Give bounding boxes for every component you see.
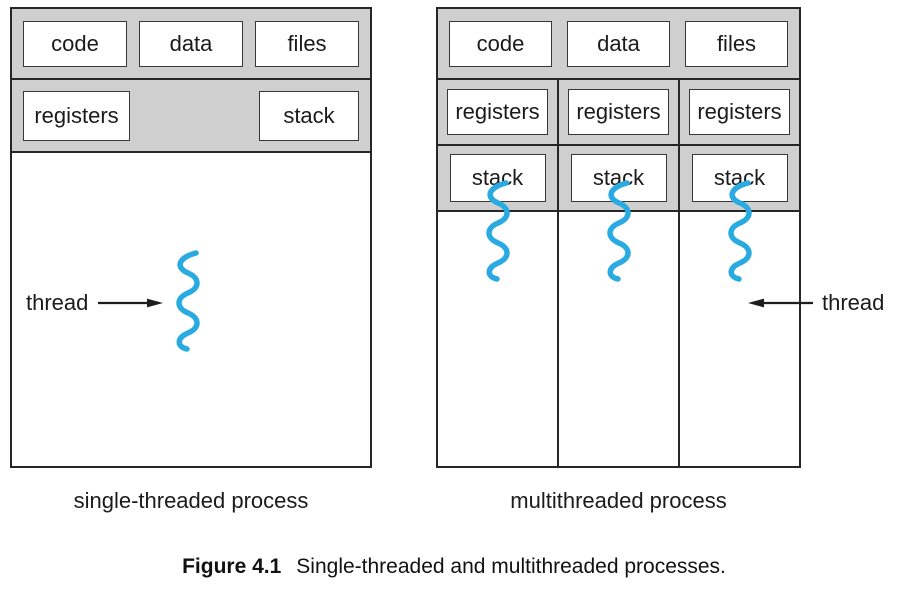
thread-area xyxy=(438,212,557,466)
stack-box: stack xyxy=(449,154,546,202)
stack-box: stack xyxy=(691,154,788,202)
stack-box: stack xyxy=(259,90,359,141)
thread-squiggle-icon xyxy=(606,180,631,282)
data-section-box: data xyxy=(567,20,670,67)
registers-row: registers xyxy=(680,80,799,146)
thread-area xyxy=(680,212,799,466)
thread-squiggle-icon xyxy=(176,250,200,352)
shared-sections-row: code data files xyxy=(12,9,370,80)
registers-box: registers xyxy=(447,89,548,135)
files-section-box: files xyxy=(685,20,788,67)
single-threaded-process-box: code data files registers stack xyxy=(10,7,372,468)
registers-box: registers xyxy=(689,89,790,135)
registers-box: registers xyxy=(568,89,669,135)
multithreaded-process-box: code data files registers stack register… xyxy=(436,7,801,468)
stack-row: stack xyxy=(680,146,799,212)
files-section-box: files xyxy=(255,20,359,67)
thread-column-1: registers stack xyxy=(438,80,557,466)
thread-area xyxy=(559,212,678,466)
registers-box: registers xyxy=(23,90,130,141)
figure-caption: Figure 4.1 Single-threaded and multithrea… xyxy=(0,554,908,579)
shared-sections-row: code data files xyxy=(438,9,799,80)
arrow-right-icon xyxy=(98,298,164,308)
thread-label: thread xyxy=(822,290,885,315)
stack-row: stack xyxy=(438,146,557,212)
registers-row: registers xyxy=(438,80,557,146)
thread-squiggle-icon xyxy=(727,180,752,282)
code-section-box: code xyxy=(449,20,552,67)
thread-label: thread xyxy=(26,290,89,315)
stack-box: stack xyxy=(570,154,667,202)
single-threaded-caption: single-threaded process xyxy=(73,488,309,513)
registers-row: registers xyxy=(559,80,678,146)
stack-row: stack xyxy=(559,146,678,212)
registers-stack-row: registers stack xyxy=(12,80,370,153)
multithreaded-caption: multithreaded process xyxy=(510,488,727,513)
thread-annotation-left: thread xyxy=(26,290,164,315)
code-section-box: code xyxy=(23,20,127,67)
arrow-left-icon xyxy=(748,298,813,308)
thread-columns: registers stack registers stack xyxy=(438,80,799,466)
data-section-box: data xyxy=(139,20,243,67)
figure-number: Figure 4.1 xyxy=(182,555,282,578)
thread-annotation-right: thread xyxy=(748,291,884,315)
thread-column-3: registers stack xyxy=(678,80,799,466)
thread-squiggle-icon xyxy=(485,180,510,282)
figure-title: Single-threaded and multithreaded proces… xyxy=(296,555,726,578)
thread-column-2: registers stack xyxy=(557,80,678,466)
